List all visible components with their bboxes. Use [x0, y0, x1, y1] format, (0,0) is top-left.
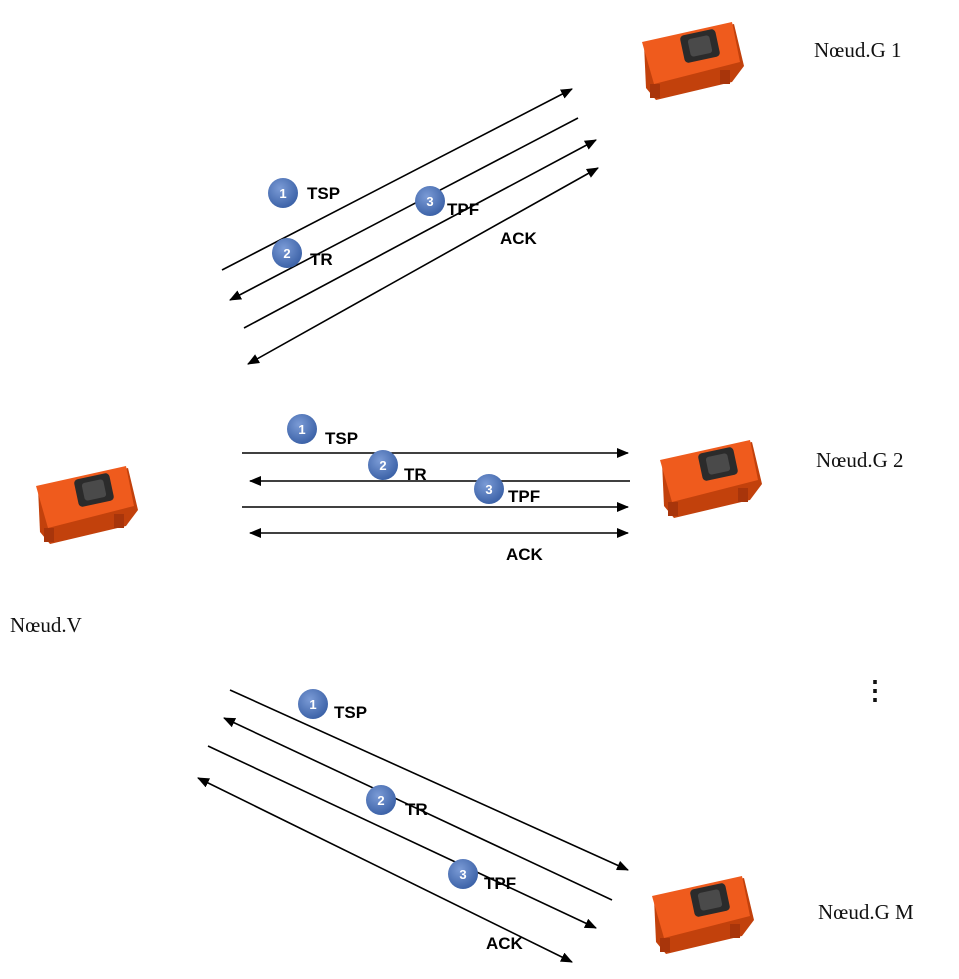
step-2-badge: [272, 238, 302, 268]
step-2-badge: [368, 450, 398, 480]
gateway-m-label: Nœud.G M: [818, 900, 914, 924]
source-node-device-icon: [36, 466, 138, 544]
gateway-m-device-icon: [652, 876, 754, 954]
gateway-2-device-icon: [660, 440, 762, 518]
tr-label: TR: [405, 800, 428, 819]
gateway-2-label: Nœud.G 2: [816, 448, 904, 472]
step-3-number: 3: [459, 867, 466, 882]
step-1-badge: [287, 414, 317, 444]
ack-label: ACK: [486, 934, 524, 953]
step-3-badge: [415, 186, 445, 216]
more-gateways-ellipsis: ⋮: [862, 676, 888, 705]
step-2-number: 2: [377, 793, 384, 808]
tpf-label: TPF: [447, 200, 479, 219]
tr-label: TR: [310, 250, 333, 269]
step-3-badge: [474, 474, 504, 504]
tr-label: TR: [404, 465, 427, 484]
step-2-number: 2: [379, 458, 386, 473]
step-2-number: 2: [283, 246, 290, 261]
ack-label: ACK: [500, 229, 538, 248]
step-1-number: 1: [279, 186, 286, 201]
ack-arrow-1: [247, 167, 599, 365]
tpf-label: TPF: [484, 874, 516, 893]
step-3-number: 3: [485, 482, 492, 497]
tsp-arrow-m: [229, 689, 629, 871]
exchange-group-1: 1 TSP 2 TR 3 TPF ACK: [221, 88, 599, 365]
tsp-label: TSP: [307, 184, 340, 203]
tpf-label: TPF: [508, 487, 540, 506]
step-1-number: 1: [309, 697, 316, 712]
gateway-1-device-icon: [642, 22, 744, 100]
gateway-1-label: Nœud.G 1: [814, 38, 902, 62]
step-3-badge: [448, 859, 478, 889]
step-2-badge: [366, 785, 396, 815]
exchange-group-2: 1 TSP 2 TR 3 TPF ACK: [242, 414, 630, 564]
step-1-badge: [268, 178, 298, 208]
step-1-badge: [298, 689, 328, 719]
source-node-label: Nœud.V: [10, 613, 82, 637]
tsp-label: TSP: [325, 429, 358, 448]
tpf-arrow-m: [207, 745, 597, 929]
exchange-group-m: 1 TSP 2 TR 3 TPF ACK: [197, 689, 629, 963]
ack-arrow-m: [197, 777, 573, 963]
step-3-number: 3: [426, 194, 433, 209]
step-1-number: 1: [298, 422, 305, 437]
tsp-label: TSP: [334, 703, 367, 722]
ack-label: ACK: [506, 545, 544, 564]
